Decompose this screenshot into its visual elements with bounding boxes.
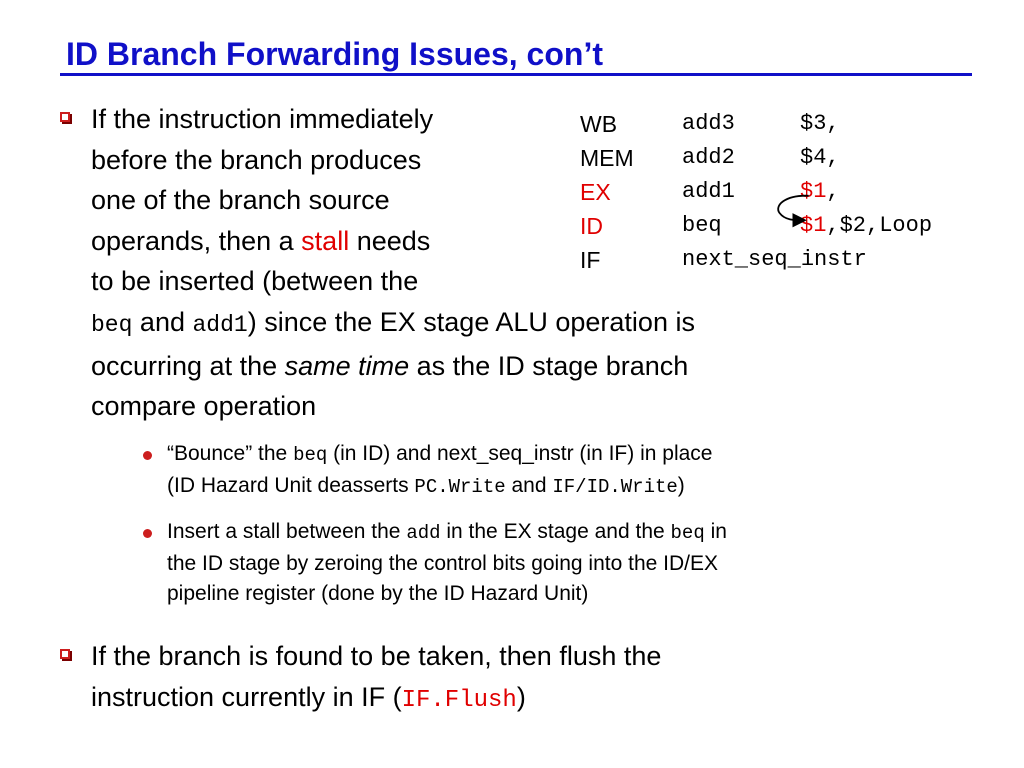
text-line: operands, then a stall needs [91,221,951,262]
text-span: as the ID stage branch [409,350,689,381]
text-line: pipeline register (done by the ID Hazard… [167,582,589,605]
text-line: instruction currently in IF (IF.Flush) [91,677,951,722]
pipeline-operands: $4, [800,141,840,175]
text-span: needs [349,225,431,256]
slide-title: ID Branch Forwarding Issues, con’t [66,36,603,72]
pipeline-table: WB add3 $3, MEM add2 $4, EX add1 $1, ID … [580,107,1000,277]
pipeline-operands: $1, [800,175,840,209]
round-bullet-icon [143,529,152,538]
text-span: (ID Hazard Unit deasserts [167,473,415,497]
code-beq: beq [91,311,133,338]
pipeline-stage: ID [580,213,603,239]
title-underline [60,73,972,76]
text-span: operands, then a [91,225,302,256]
text-span: ) since the EX stage ALU operation is [247,306,695,337]
pipeline-stage: MEM [580,145,634,171]
pipeline-instruction: beq [682,213,722,238]
pipeline-operand-highlight: $1 [800,179,827,204]
pipeline-stage: WB [580,111,618,137]
text-span: ) [516,681,526,712]
stall-highlight: stall [301,225,350,256]
pipeline-instruction: add3 [682,111,735,136]
code-beq: beq [670,522,705,544]
text-line: Insert a stall between the add in the EX… [167,517,967,549]
code-beq: beq [293,444,328,466]
pipeline-instruction: next_seq_instr [682,247,867,272]
pipeline-operand-rest: $4, [800,145,840,170]
text-span: occurring at the [91,350,285,381]
forwarding-arrow-icon [777,194,809,228]
bullet-stall-needed: If the instruction immediately before th… [60,99,951,427]
text-line: If the instruction immediately [91,104,434,134]
code-add: add [406,522,441,544]
pipeline-instruction: add2 [682,145,735,170]
code-add1: add1 [192,311,248,338]
sub-bullet-bounce: “Bounce” the beq (in ID) and next_seq_in… [143,439,967,503]
pipeline-operands: $3, [800,107,840,141]
text-span: Insert a stall between the [167,520,407,543]
emphasis-same-time: same time [284,350,410,381]
text-line: to be inserted (between the [91,266,419,297]
square-bullet-icon [60,112,72,124]
pipeline-operand-rest: ,$2,Loop [826,213,933,238]
round-bullet-icon [143,451,152,460]
code-pc-write: PC.Write [414,475,506,498]
text-line: “Bounce” the beq (in ID) and next_seq_in… [167,439,967,471]
sub-bullet-insert-stall: Insert a stall between the add in the EX… [143,517,967,610]
text-line: If the branch is found to be taken, then… [91,641,662,671]
text-line: the ID stage by zeroing the control bits… [167,551,718,575]
bullet-flush: If the branch is found to be taken, then… [60,636,951,722]
text-line: compare operation [91,391,317,422]
text-line: (ID Hazard Unit deasserts PC.Write and I… [167,471,967,503]
square-bullet-icon [60,649,72,661]
text-line: occurring at the same time as the ID sta… [91,346,951,387]
pipeline-operand-rest: $3, [800,111,840,136]
text-line: beq and add1) since the EX stage ALU ope… [91,302,951,346]
text-span: and [505,473,553,497]
code-if-id-write: IF/ID.Write [552,475,678,498]
text-span: “Bounce” the [167,442,294,465]
pipeline-stage: EX [580,179,611,205]
text-span: and [132,306,193,337]
code-if-flush: IF.Flush [401,686,517,714]
text-span: in [704,520,727,543]
text-line: before the branch produces [91,144,422,175]
text-span: (in ID) and next_seq_instr (in IF) in pl… [327,442,713,465]
text-span: instruction currently in IF ( [91,681,402,712]
pipeline-instruction: add1 [682,179,735,204]
pipeline-operand-rest: , [826,179,840,204]
text-span: in the EX stage and the [440,520,671,543]
pipeline-stage: IF [580,247,601,273]
text-span: ) [677,473,685,497]
text-line: one of the branch source [91,185,390,216]
